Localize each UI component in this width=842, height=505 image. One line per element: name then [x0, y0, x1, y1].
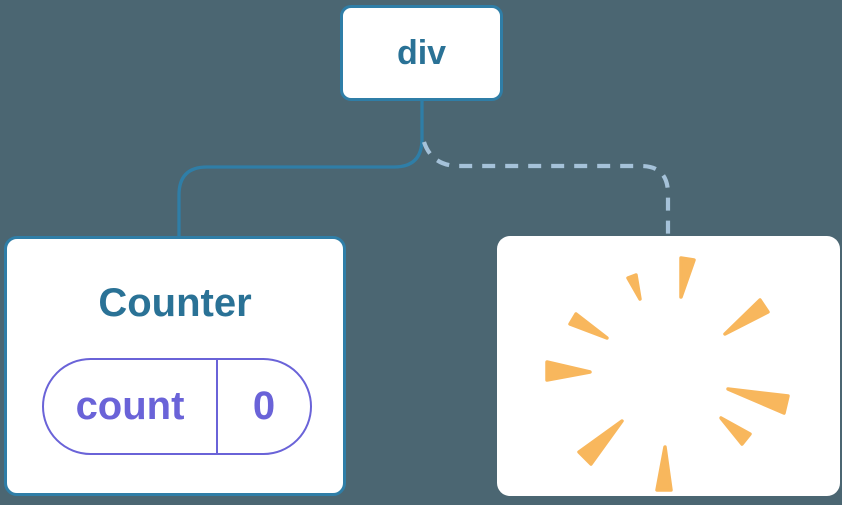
tree-node-counter: Counter count 0 [4, 236, 346, 496]
counter-component-name: Counter [98, 281, 252, 325]
tree-node-div-label: div [396, 33, 447, 72]
state-pill: count 0 [42, 358, 312, 455]
state-key-label: count [44, 360, 218, 453]
tree-node-div: div [340, 5, 503, 101]
solid-edge-to-counter [177, 101, 424, 237]
state-value-label: 0 [252, 384, 276, 428]
tree-node-removed [497, 236, 840, 496]
dashed-edge-to-removed [422, 141, 671, 236]
